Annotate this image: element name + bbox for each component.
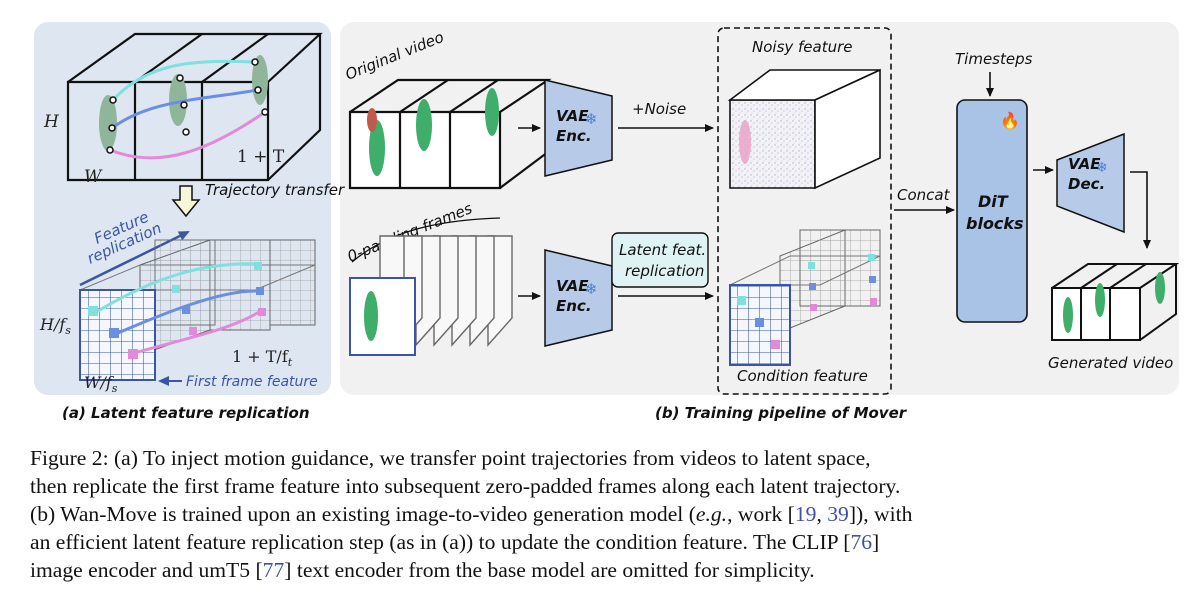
w-label: W <box>84 167 103 187</box>
panel-a-title: (a) Latent feature replication <box>62 404 310 422</box>
latent-grid-cube <box>79 239 316 381</box>
citation-link[interactable]: 39 <box>827 502 849 526</box>
vae-dec-line1: VAE <box>1068 155 1101 173</box>
t-over-ft-label: 1 + T/ft <box>232 347 293 369</box>
padding-frames-brace <box>351 217 501 263</box>
h-label: H <box>43 112 60 132</box>
vae-dec-line2: Dec. <box>1068 175 1105 193</box>
noisy-feature-label: Noisy feature <box>752 38 853 56</box>
feature-dashed-box <box>717 27 892 395</box>
latent-feat-line2: replication <box>625 262 704 280</box>
first-frame-person <box>364 291 378 341</box>
vae-enc-top-line2: Enc. <box>556 127 592 145</box>
first-frame-feature-label: First frame feature <box>186 374 318 390</box>
vae-decoder <box>1056 132 1125 234</box>
t-label: 1 + T <box>237 147 285 167</box>
latent-feat-line1: Latent feat. <box>619 241 706 259</box>
concat-label: Concat <box>897 186 951 204</box>
caption-line: (b) Wan-Move is trained upon an existing… <box>30 502 913 526</box>
trajectory-transfer-label: Trajectory transfer <box>205 181 345 199</box>
caption-line: then replicate the first frame feature i… <box>30 474 901 498</box>
generated-video-cube <box>1051 263 1180 341</box>
padding-frames-stack <box>349 235 513 356</box>
vae-encoder-bottom <box>544 249 613 347</box>
citation-link[interactable]: 76 <box>850 530 873 554</box>
trajectory-points <box>106 58 269 154</box>
citation-link[interactable]: 19 <box>794 502 817 526</box>
noisy-feature-cube <box>727 68 881 190</box>
panel-b-title: (b) Training pipeline of Mover <box>655 404 908 422</box>
caption-line: image encoder and umT5 [77] text encoder… <box>30 558 815 582</box>
condition-feature-label: Condition feature <box>737 367 868 385</box>
snowflake-icon: ❄ <box>585 280 598 298</box>
caption-line: an efficient latent feature replication … <box>30 530 880 554</box>
citation-link[interactable]: 77 <box>262 558 285 582</box>
trajectory-curves <box>109 59 266 160</box>
vae-enc-bottom-line2: Enc. <box>556 297 592 315</box>
figure-caption: Figure 2: (a) To inject motion guidance,… <box>30 444 1180 584</box>
snowflake-icon: ❄ <box>1096 160 1108 176</box>
snowflake-icon: ❄ <box>585 110 598 128</box>
caption-line: Figure 2: (a) To inject motion guidance,… <box>30 446 871 470</box>
vae-enc-top-line1: VAE <box>556 107 589 125</box>
flame-icon: 🔥 <box>1000 111 1020 130</box>
condition-feature-cube <box>729 229 881 366</box>
generated-video-label: Generated video <box>1048 354 1173 372</box>
vae-encoder-top <box>544 79 613 177</box>
dit-blocks-box <box>956 99 1028 323</box>
trajectory-transfer-arrow <box>171 185 201 218</box>
person-figures-generated <box>1063 272 1165 333</box>
w-over-fs-label: W/fs <box>84 373 118 395</box>
arrow-dec-to-video <box>1130 171 1151 249</box>
vae-enc-bottom-line1: VAE <box>556 277 589 295</box>
video-cube-top <box>66 32 323 182</box>
original-video-label: Original video <box>343 28 447 84</box>
dit-line1: DiT <box>978 192 1009 211</box>
dit-line2: blocks <box>966 214 1024 233</box>
timesteps-label: Timesteps <box>955 50 1033 68</box>
latent-replication-box <box>611 232 709 288</box>
noise-label: +Noise <box>632 100 686 118</box>
person-figures-original <box>367 88 499 176</box>
h-over-fs-label: H/fs <box>39 315 71 337</box>
